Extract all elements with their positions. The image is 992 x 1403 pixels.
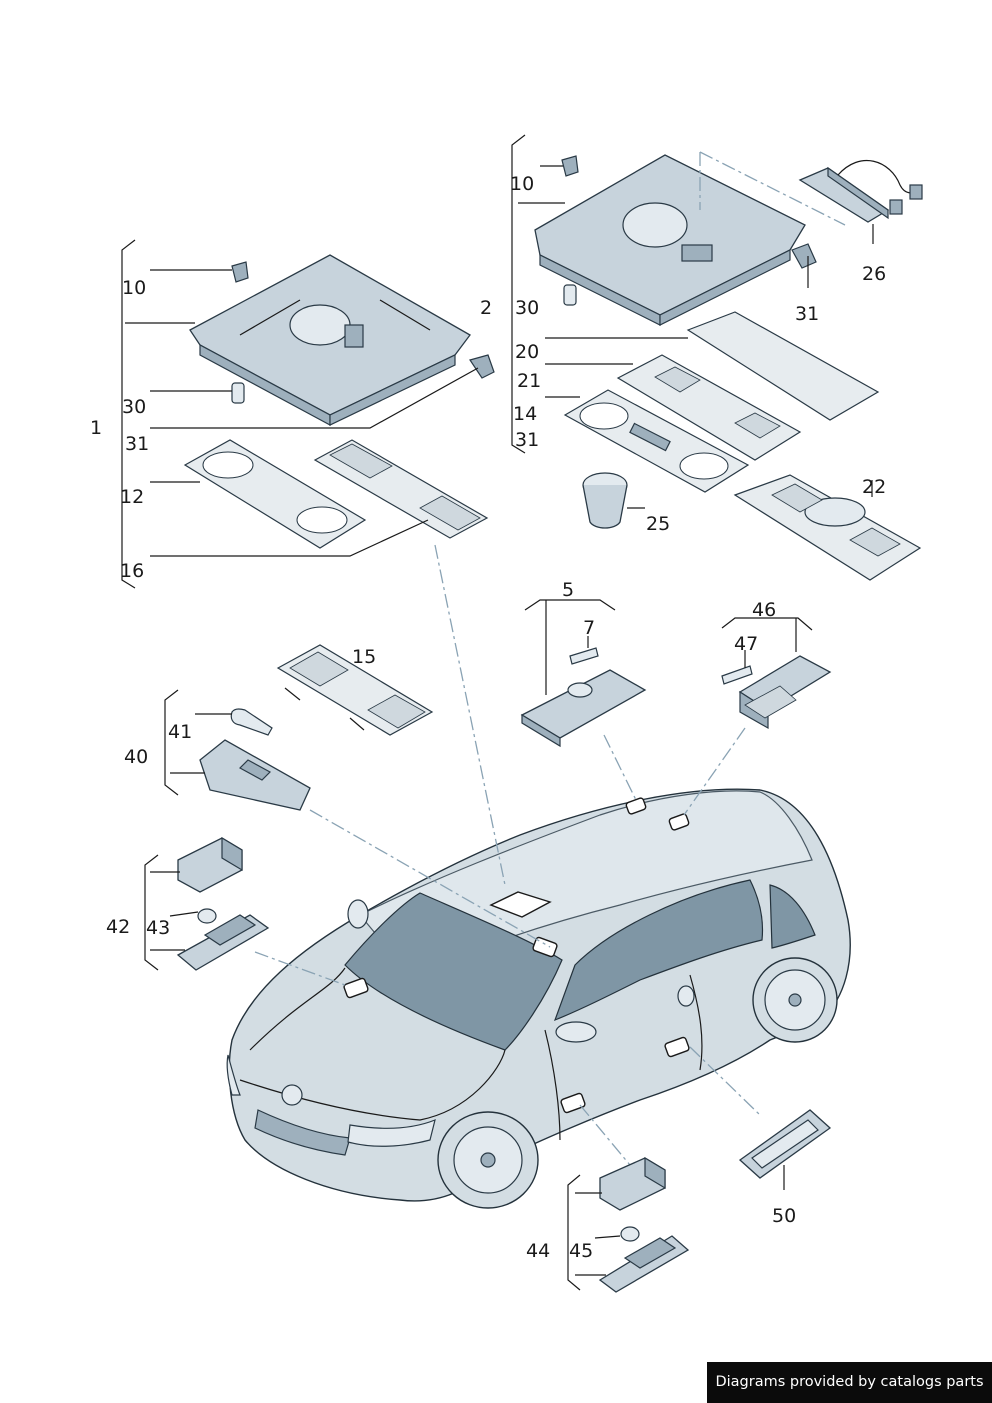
callout-31-left: 31	[125, 433, 149, 455]
lamp-5	[520, 669, 647, 748]
light-marker	[343, 797, 690, 1114]
group-2	[511, 134, 923, 581]
front-wheel	[437, 1111, 539, 1209]
callout-26: 26	[862, 263, 886, 285]
group-46	[721, 617, 832, 730]
callout-25: 25	[646, 513, 670, 535]
bulb-41	[230, 708, 273, 736]
pad-12	[183, 439, 367, 549]
location-lines	[254, 544, 761, 1166]
callout-22: 22	[862, 476, 886, 498]
callout-5: 5	[562, 579, 574, 601]
bulb-43	[197, 908, 217, 924]
credit-banner: Diagrams provided by catalogs parts	[707, 1362, 992, 1403]
callout-50: 50	[772, 1205, 796, 1227]
callout-41: 41	[168, 721, 192, 743]
screw-31-right	[791, 243, 817, 269]
callout-2: 2	[480, 297, 492, 319]
callout-47: 47	[734, 633, 758, 655]
group-5	[520, 599, 647, 748]
callout-46: 46	[752, 599, 776, 621]
rear-wheel	[752, 957, 838, 1043]
group-44	[567, 1156, 690, 1293]
cover-44	[599, 1156, 666, 1211]
panel-22	[733, 474, 922, 581]
callout-10-right: 10	[510, 173, 534, 195]
callout-21: 21	[517, 370, 541, 392]
cover-42	[177, 836, 243, 893]
bulb-7	[569, 647, 599, 665]
callout-31-screw: 31	[795, 303, 819, 325]
lamp-50	[738, 1109, 832, 1190]
panel-21	[616, 354, 802, 461]
group-1	[121, 239, 495, 589]
callout-12: 12	[120, 486, 144, 508]
bulb-45	[620, 1226, 640, 1242]
callout-40: 40	[124, 746, 148, 768]
group-40	[164, 689, 311, 811]
lamp-42	[176, 914, 270, 971]
callout-20: 20	[515, 341, 539, 363]
callout-1: 1	[90, 417, 102, 439]
car-illustration	[226, 788, 851, 1209]
screw-31-left	[469, 354, 495, 379]
module-26	[798, 159, 923, 223]
lens-15	[276, 644, 434, 736]
panel-20	[686, 311, 880, 421]
panel-14	[563, 389, 750, 493]
clip-10-right	[561, 155, 579, 177]
callout-15: 15	[352, 646, 376, 668]
socket-25	[582, 472, 628, 529]
callout-16: 16	[120, 560, 144, 582]
group-42	[144, 836, 270, 971]
lamp-44	[598, 1235, 690, 1293]
lamp-46	[738, 655, 832, 730]
bulb-30-right	[563, 284, 577, 306]
roof-console-right	[534, 151, 846, 326]
callout-30-left: 30	[122, 396, 146, 418]
callout-43: 43	[146, 917, 170, 939]
callout-44: 44	[526, 1240, 550, 1262]
callout-labels: 1 10 30 31 12 16 2 10 30 20 21 14 31 31 …	[90, 173, 886, 1262]
callout-14: 14	[513, 403, 537, 425]
roof-console-left	[189, 254, 471, 427]
callout-45: 45	[569, 1240, 593, 1262]
bulb-47	[721, 665, 753, 685]
lamp-40	[199, 739, 311, 811]
callout-30-right: 30	[515, 297, 539, 319]
callout-31-right: 31	[515, 429, 539, 451]
callout-42: 42	[106, 916, 130, 938]
bulb-30-left	[231, 382, 245, 404]
clip-10-left	[231, 261, 249, 283]
callout-10-left: 10	[122, 277, 146, 299]
callout-7: 7	[583, 617, 595, 639]
lens-16	[313, 439, 489, 539]
